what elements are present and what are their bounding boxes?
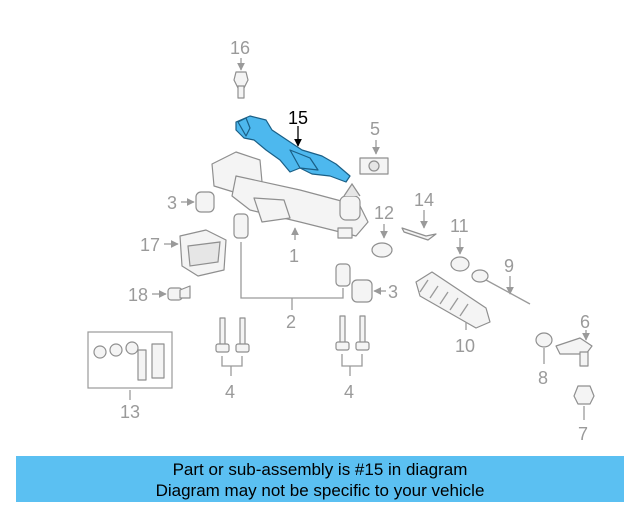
- part-3-bushing-left[interactable]: [181, 191, 215, 213]
- callout-8: 8: [538, 368, 548, 388]
- callout-4a: 4: [225, 382, 235, 402]
- part-10-boot[interactable]: [415, 271, 491, 330]
- part-17-cover[interactable]: [164, 229, 227, 277]
- banner-line-2: Diagram may not be specific to your vehi…: [155, 481, 485, 500]
- part-18-bolt[interactable]: [152, 285, 191, 301]
- callout-3b: 3: [388, 282, 398, 302]
- part-15-heat-shield[interactable]: [235, 115, 351, 183]
- part-8-nut[interactable]: [535, 332, 553, 364]
- callout-16: 16: [230, 38, 250, 58]
- part-9-tie-rod[interactable]: [471, 269, 531, 305]
- callout-18: 18: [128, 285, 148, 305]
- callout-7: 7: [578, 424, 588, 444]
- callout-15: 15: [288, 108, 308, 128]
- info-banner: Part or sub-assembly is #15 in diagram D…: [16, 456, 624, 502]
- part-13-kit[interactable]: [87, 331, 173, 400]
- part-4-bolts-left[interactable]: [215, 317, 250, 376]
- part-14-bracket[interactable]: [401, 210, 437, 241]
- callout-9: 9: [504, 256, 514, 276]
- callout-5: 5: [370, 119, 380, 139]
- part-3-bushing-right[interactable]: [351, 279, 386, 303]
- callout-13: 13: [120, 402, 140, 422]
- callout-4b: 4: [344, 382, 354, 402]
- part-12-clamp[interactable]: [371, 224, 393, 258]
- part-11-clamp[interactable]: [450, 238, 470, 272]
- part-6-tie-rod-end[interactable]: [555, 330, 593, 367]
- part-2-insulators[interactable]: [233, 213, 351, 310]
- callout-11: 11: [450, 216, 469, 236]
- callout-2: 2: [286, 312, 296, 332]
- part-16-bolt[interactable]: [233, 58, 249, 99]
- part-4-bolts-right[interactable]: [335, 315, 370, 376]
- callout-14: 14: [414, 190, 434, 210]
- callout-10: 10: [455, 336, 475, 356]
- part-1-steering-gear[interactable]: [211, 151, 369, 240]
- banner-line-1: Part or sub-assembly is #15 in diagram: [172, 460, 468, 479]
- callout-1: 1: [289, 246, 299, 266]
- parts-diagram: 16 15 1 5 3 17 18: [87, 38, 595, 444]
- callout-3a: 3: [167, 193, 177, 213]
- callout-6: 6: [580, 312, 590, 332]
- part-7-nut[interactable]: [573, 385, 595, 420]
- part-5-mount[interactable]: [359, 140, 389, 175]
- callout-17: 17: [140, 235, 160, 255]
- callout-12: 12: [374, 203, 394, 223]
